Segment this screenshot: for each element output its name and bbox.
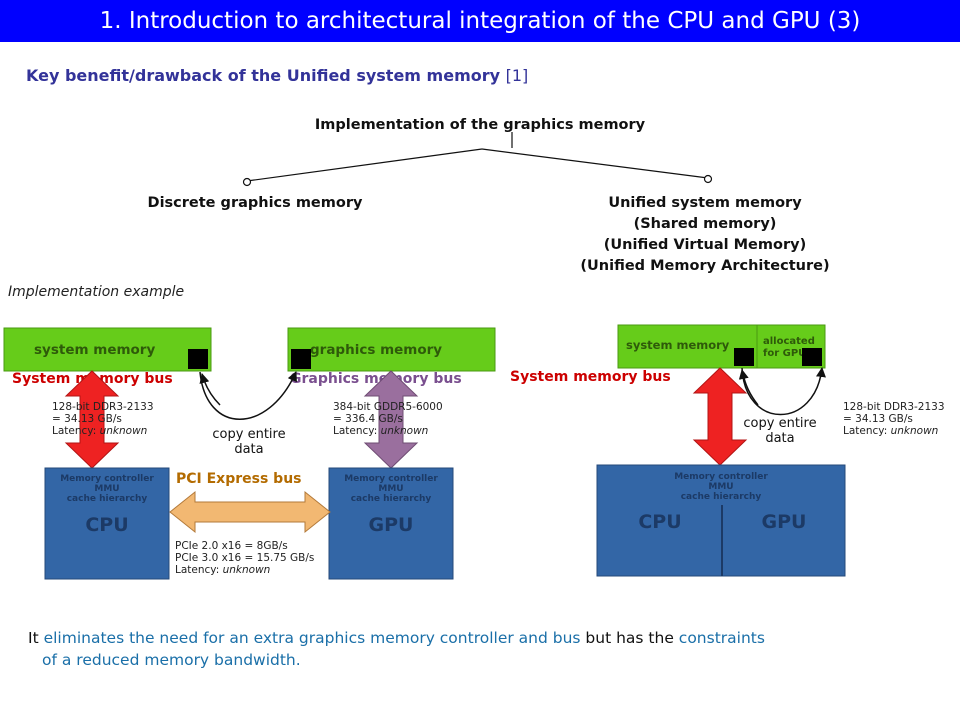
discrete-gfx-spec-1: 384-bit GDDR5-6000 xyxy=(333,401,443,413)
tree-right-line-1: Unified system memory xyxy=(608,195,802,211)
tree-node-right xyxy=(703,174,713,184)
subtitle: Key benefit/drawback of the Unified syst… xyxy=(26,66,528,85)
discrete-sys-memory-chip-icon xyxy=(188,349,208,369)
discrete-gpu-box-line-3: cache hierarchy xyxy=(351,494,432,504)
discrete-sys-spec-2: = 34.13 GB/s xyxy=(52,413,122,425)
discrete-system-memory-block xyxy=(3,327,212,372)
discrete-copy-label-2: data xyxy=(234,442,263,457)
discrete-cpu-box-line-1: Memory controller xyxy=(60,474,154,484)
discrete-gfx-spec-2: = 336.4 GB/s xyxy=(333,413,403,425)
discrete-gpu-box-line-1: Memory controller xyxy=(344,474,438,484)
pcie-bus-label: PCI Express bus xyxy=(176,471,302,487)
discrete-copy-curve-arrow-back xyxy=(199,373,221,406)
unified-gpu-chip-icon xyxy=(802,348,822,366)
discrete-gpu-box-line-2: MMU xyxy=(378,484,403,494)
discrete-system-memory-text: system memory xyxy=(34,342,155,358)
unified-system-bus-arrow xyxy=(692,367,748,466)
discrete-copy-curve-arrow xyxy=(199,371,297,420)
unified-spec-1: 128-bit DDR3-2133 xyxy=(843,401,945,413)
bottom-part-2: eliminates the need for an extra graphic… xyxy=(43,629,581,647)
tree-right-line-4: (Unified Memory Architecture) xyxy=(580,258,830,274)
pcie-spec-3: Latency: unknown xyxy=(175,564,270,576)
pcie-spec-1: PCIe 2.0 x16 = 8GB/s xyxy=(175,540,288,552)
tree-right-line-3: (Unified Virtual Memory) xyxy=(603,237,807,253)
bottom-summary: It eliminates the need for an extra grap… xyxy=(28,627,938,671)
tree-node-left xyxy=(242,177,252,187)
unified-allocated-line-1: allocated xyxy=(763,336,815,347)
unified-allocated-line-2: for GPU xyxy=(763,348,806,359)
discrete-cpu-box xyxy=(44,467,170,580)
unified-system-memory-text: system memory xyxy=(626,338,730,352)
slide-title: 1. Introduction to architectural integra… xyxy=(99,8,861,34)
title-bar xyxy=(0,0,960,42)
unified-copy-label-2: data xyxy=(765,431,794,446)
discrete-cpu-label: CPU xyxy=(85,514,128,536)
tree-left-label: Discrete graphics memory xyxy=(147,195,363,211)
bottom-part-1: It xyxy=(28,629,44,647)
subtitle-main: Key benefit/drawback of the Unified syst… xyxy=(26,66,506,85)
bottom-part-3: but has the xyxy=(580,629,679,647)
bottom-part-5: of a reduced memory bandwidth. xyxy=(42,651,301,669)
implementation-example-label: Implementation example xyxy=(8,284,185,300)
discrete-cpu-box-line-3: cache hierarchy xyxy=(67,494,148,504)
unified-system-memory-bus-label: System memory bus xyxy=(510,369,671,385)
discrete-cpu-box-line-2: MMU xyxy=(94,484,119,494)
pcie-spec-2: PCIe 3.0 x16 = 15.75 GB/s xyxy=(175,552,314,564)
unified-spec-3: Latency: unknown xyxy=(843,425,938,437)
unified-copy-curve-arrow-back xyxy=(738,369,759,406)
discrete-sys-spec-1: 128-bit DDR3-2133 xyxy=(52,401,154,413)
discrete-sys-spec-3: Latency: unknown xyxy=(52,425,147,437)
bottom-part-4: constraints xyxy=(678,629,765,647)
tree-root-label: Implementation of the graphics memory xyxy=(314,117,646,133)
tree-right-line-2: (Shared memory) xyxy=(633,216,777,232)
unified-cpu-label: CPU xyxy=(638,511,681,533)
unified-box-line-3: cache hierarchy xyxy=(681,492,762,502)
subtitle-ref: [1] xyxy=(505,66,529,85)
discrete-gfx-memory-chip-icon xyxy=(291,349,311,369)
unified-box-line-2: MMU xyxy=(708,482,733,492)
pcie-bus-arrow xyxy=(169,490,331,534)
discrete-gpu-box xyxy=(328,467,454,580)
unified-cpu-chip-icon xyxy=(734,348,754,366)
unified-box-line-1: Memory controller xyxy=(674,472,768,482)
unified-spec-2: = 34.13 GB/s xyxy=(843,413,913,425)
unified-copy-curve-arrow xyxy=(741,367,826,416)
unified-copy-label-1: copy entire xyxy=(743,416,816,431)
unified-system-memory-block xyxy=(617,324,826,369)
tree-lines xyxy=(242,132,713,187)
discrete-gpu-label: GPU xyxy=(369,514,414,536)
unified-gpu-label: GPU xyxy=(762,511,807,533)
discrete-copy-label-1: copy entire xyxy=(212,427,285,442)
discrete-gfx-spec-3: Latency: unknown xyxy=(333,425,428,437)
discrete-graphics-memory-bus-label: Graphics memory bus xyxy=(290,371,462,387)
discrete-graphics-memory-text: graphics memory xyxy=(310,342,442,358)
